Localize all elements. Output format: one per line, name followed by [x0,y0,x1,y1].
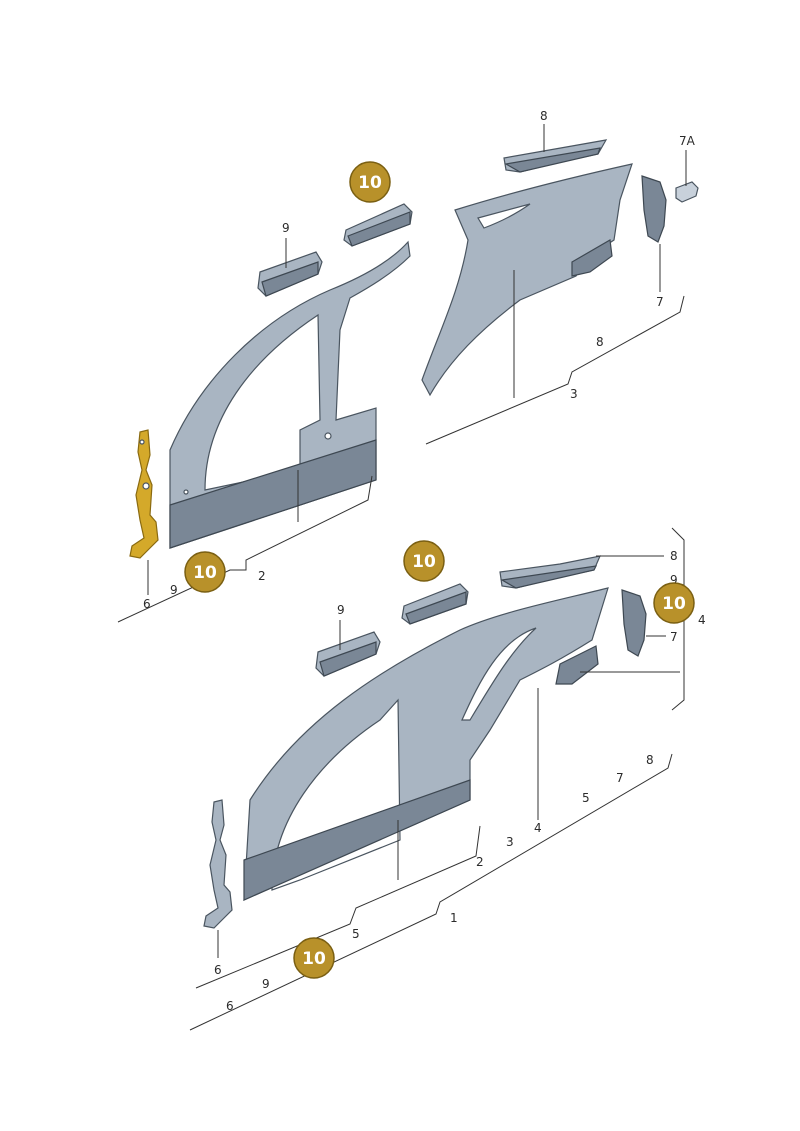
bracket-7-lower [621,589,647,657]
label-9-upper-bracket: 9 [282,221,290,235]
label-6-lower: 6 [214,963,222,977]
rear-quarter-panel-upper [421,163,633,397]
badge-10-lower-bracket: 10 [403,540,445,582]
front-side-panel-upper [169,240,411,549]
label-1: 1 [450,911,458,925]
reinforcement-highlighted [129,429,159,559]
label-8-lower-trim: 8 [670,549,678,563]
label-8-lower: 8 [646,753,654,767]
label-9-lower-right: 9 [670,573,678,587]
bracket-10-upper [343,203,413,247]
bracket-9-upper [257,251,323,297]
bracket-9-lower [315,631,381,677]
svg-text:10: 10 [412,552,436,572]
label-9-lower-left: 9 [262,977,270,991]
label-7-lower: 7 [670,630,678,644]
label-7-lower-chain: 7 [616,771,624,785]
label-8-upper: 8 [596,335,604,349]
trim-8-upper [503,139,608,173]
svg-text:10: 10 [302,949,326,969]
reinforcement-6-lower [203,799,233,929]
label-6-bottom: 6 [226,999,234,1013]
badge-10-lower-left: 10 [293,937,335,979]
label-5-lower: 5 [352,927,360,941]
label-9-lower-bracket: 9 [337,603,345,617]
label-2-upper: 2 [258,569,266,583]
badge-10-upper-bracket: 10 [349,161,391,203]
label-2-lower: 2 [476,855,484,869]
label-4-right: 4 [698,613,706,627]
label-9-upper-left: 9 [170,583,178,597]
label-8-upper-trim: 8 [540,109,548,123]
label-7-upper: 7 [656,295,664,309]
label-3-upper: 3 [570,387,578,401]
svg-text:10: 10 [193,563,217,583]
trim-8-lower [499,555,602,589]
label-3-lower: 3 [506,835,514,849]
label-7A: 7A [679,134,696,148]
callout-labels: 6 9 2 9 8 7A 7 8 3 9 8 9 4 7 8 7 5 4 3 2… [143,109,706,1013]
label-5-lower-chain: 5 [582,791,590,805]
side-panel-lower [243,587,609,901]
label-6-upper: 6 [143,597,151,611]
badge-10-upper-left: 10 [184,551,226,593]
bracket-7-upper [641,175,667,243]
svg-text:10: 10 [358,173,382,193]
bracket-10-lower [401,583,469,625]
badge-10-lower-right: 10 [653,582,695,624]
plug-7A [675,181,699,203]
svg-text:10: 10 [662,594,686,614]
label-4-lower: 4 [534,821,542,835]
